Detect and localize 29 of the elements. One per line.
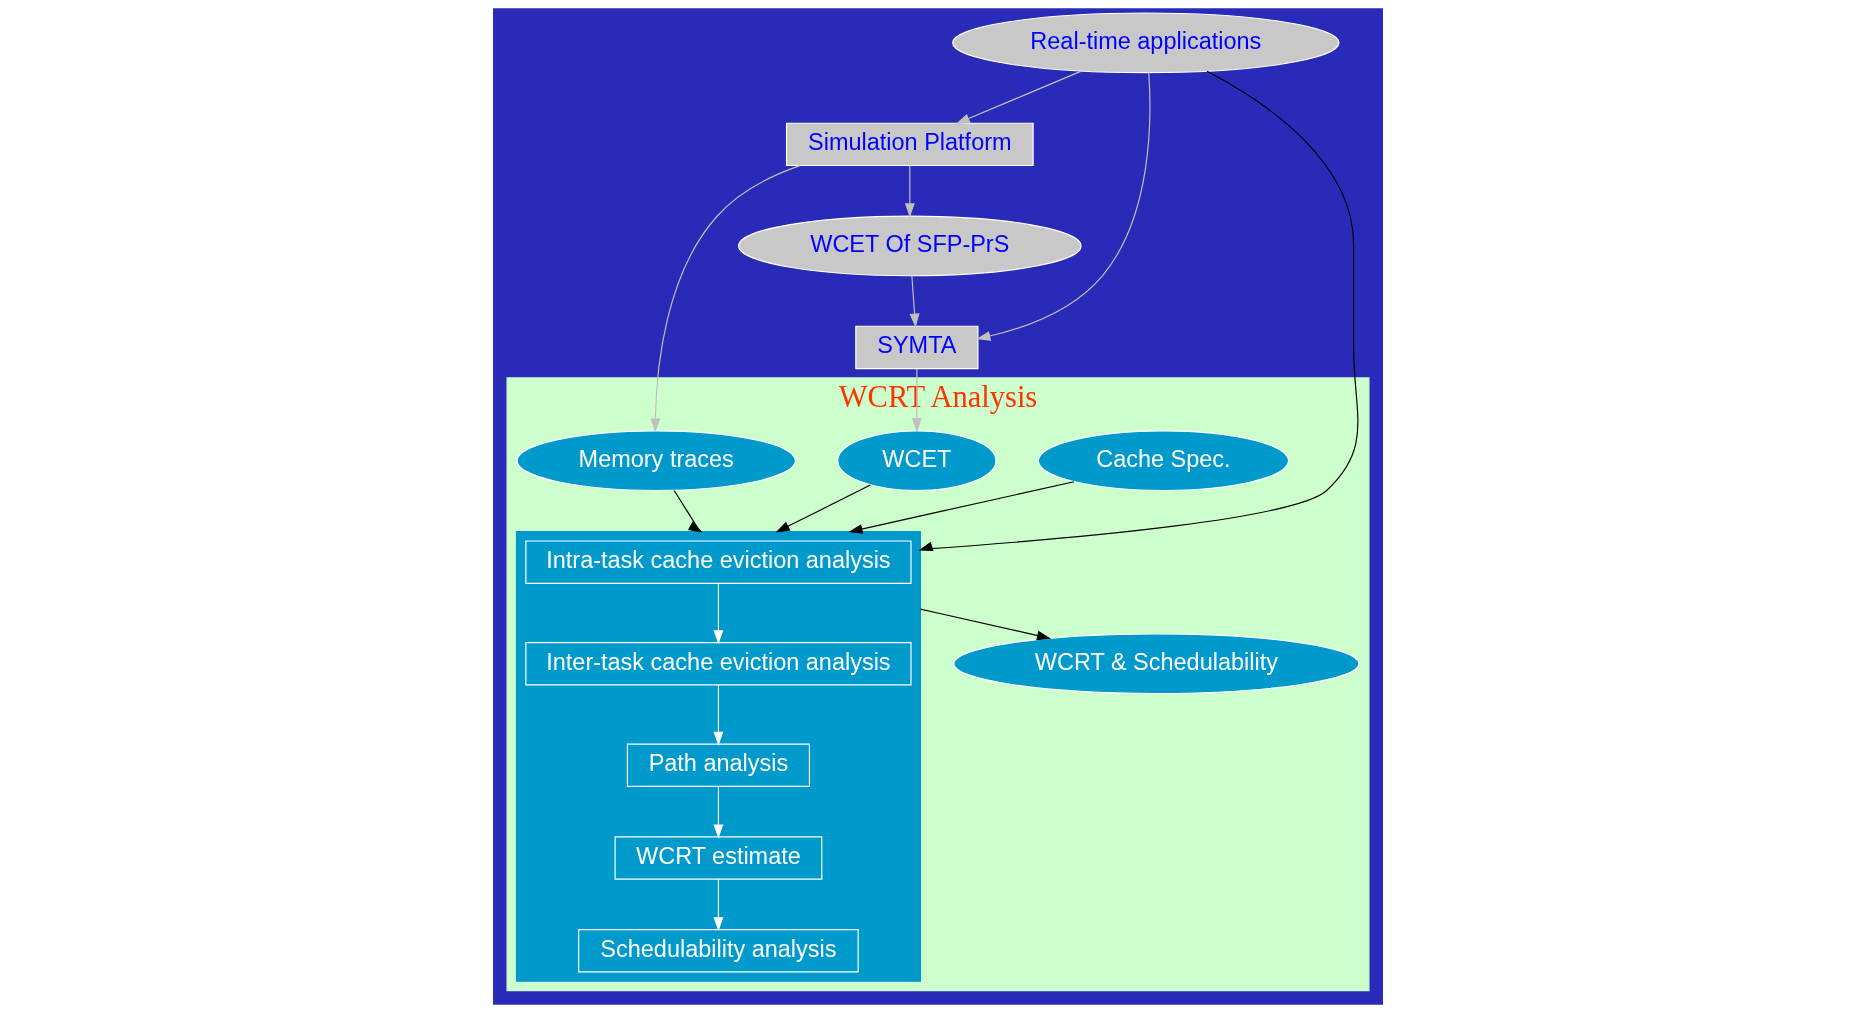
arrow xyxy=(649,165,801,433)
node-box: Inter-task cache eviction analysis xyxy=(524,641,912,686)
arrow xyxy=(918,70,1358,552)
node-box: WCRT estimate xyxy=(614,836,822,880)
arrow xyxy=(904,165,915,218)
arrow xyxy=(909,275,919,328)
node-box: Path analysis xyxy=(626,743,810,787)
arrow xyxy=(847,481,1074,534)
arrow xyxy=(673,489,703,533)
node-box: Intra-task cache eviction analysis xyxy=(524,540,912,584)
arrow xyxy=(919,608,1051,641)
node-ellipse: Memory traces xyxy=(515,430,796,492)
arrow xyxy=(911,368,922,433)
arrow xyxy=(775,484,871,533)
node-ellipse: WCET Of SFP-PrS xyxy=(737,215,1082,277)
node-ellipse: Cache Spec. xyxy=(1037,430,1289,492)
cluster xyxy=(515,531,921,982)
node-ellipse: Real-time applications xyxy=(951,12,1340,74)
node-ellipse: WCET xyxy=(836,430,997,492)
arrow xyxy=(713,684,723,746)
node-box: SYMTA xyxy=(854,325,978,370)
arrow xyxy=(713,878,723,932)
arrow xyxy=(955,70,1082,124)
arrow xyxy=(713,785,723,839)
node-box: Simulation Platform xyxy=(785,122,1034,167)
arrow xyxy=(713,582,723,645)
arrow xyxy=(975,72,1150,341)
node-box: Schedulability analysis xyxy=(577,929,859,973)
node-ellipse: WCRT & Schedulability xyxy=(952,633,1360,695)
